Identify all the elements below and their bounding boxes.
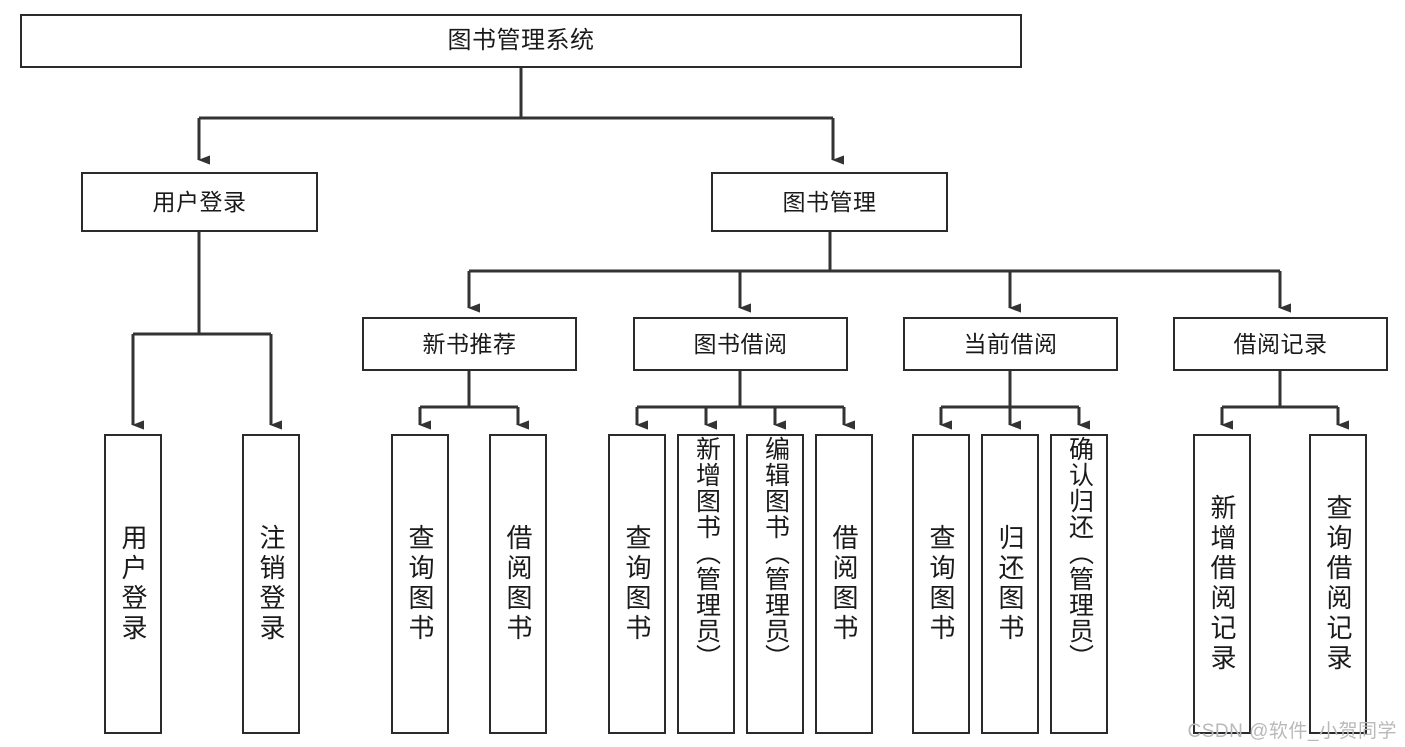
node-label: 借阅记录 [1233,330,1328,357]
node-root-book-management-system[interactable]: 图书管理系统 [20,14,1022,68]
node-label: 借阅图书 [829,524,859,644]
leaf-query-books-borrow[interactable]: 查询图书 [608,434,666,734]
leaf-borrow-books-recommendation[interactable]: 借阅图书 [489,434,547,734]
node-label: 注销登录 [256,524,286,644]
node-book-borrowing[interactable]: 图书借阅 [633,317,848,371]
leaf-add-book-admin[interactable]: 新增图书（管理员） [677,434,735,734]
node-new-book-recommendation[interactable]: 新书推荐 [362,317,577,371]
node-label: 查询图书 [622,524,652,644]
csdn-watermark: CSDN @软件_小贺同学 [1187,721,1397,742]
node-user-login[interactable]: 用户登录 [81,172,318,232]
leaf-borrow-books[interactable]: 借阅图书 [815,434,873,734]
node-label: 用户登录 [118,524,148,644]
node-label: 当前借阅 [963,330,1058,357]
leaf-add-borrow-record[interactable]: 新增借阅记录 [1193,434,1251,734]
node-current-borrowing[interactable]: 当前借阅 [903,317,1118,371]
leaf-query-books-recommendation[interactable]: 查询图书 [391,434,449,734]
node-label: 查询图书 [405,524,435,644]
leaf-query-borrow-record[interactable]: 查询借阅记录 [1309,434,1367,734]
leaf-user-login[interactable]: 用户登录 [104,434,162,734]
leaf-query-books-current[interactable]: 查询图书 [912,434,970,734]
node-borrowing-records[interactable]: 借阅记录 [1173,317,1388,371]
node-label: 编辑图书（管理员） [761,436,790,670]
node-label: 借阅图书 [503,524,533,644]
node-label: 新书推荐 [422,330,517,357]
node-label: 新增借阅记录 [1207,494,1237,674]
node-label: 查询借阅记录 [1323,494,1353,674]
leaf-confirm-return-admin[interactable]: 确认归还（管理员） [1050,434,1108,734]
node-label: 用户登录 [152,188,247,215]
node-label: 确认归还（管理员） [1065,436,1094,670]
node-label: 查询图书 [926,524,956,644]
node-label: 新增图书（管理员） [692,436,721,670]
node-book-management[interactable]: 图书管理 [711,172,948,232]
node-label: 图书管理 [782,188,877,215]
node-label: 图书管理系统 [447,27,595,55]
node-label: 图书借阅 [693,330,788,357]
leaf-return-books[interactable]: 归还图书 [981,434,1039,734]
leaf-edit-book-admin[interactable]: 编辑图书（管理员） [746,434,804,734]
leaf-logout[interactable]: 注销登录 [242,434,300,734]
node-label: 归还图书 [995,524,1025,644]
